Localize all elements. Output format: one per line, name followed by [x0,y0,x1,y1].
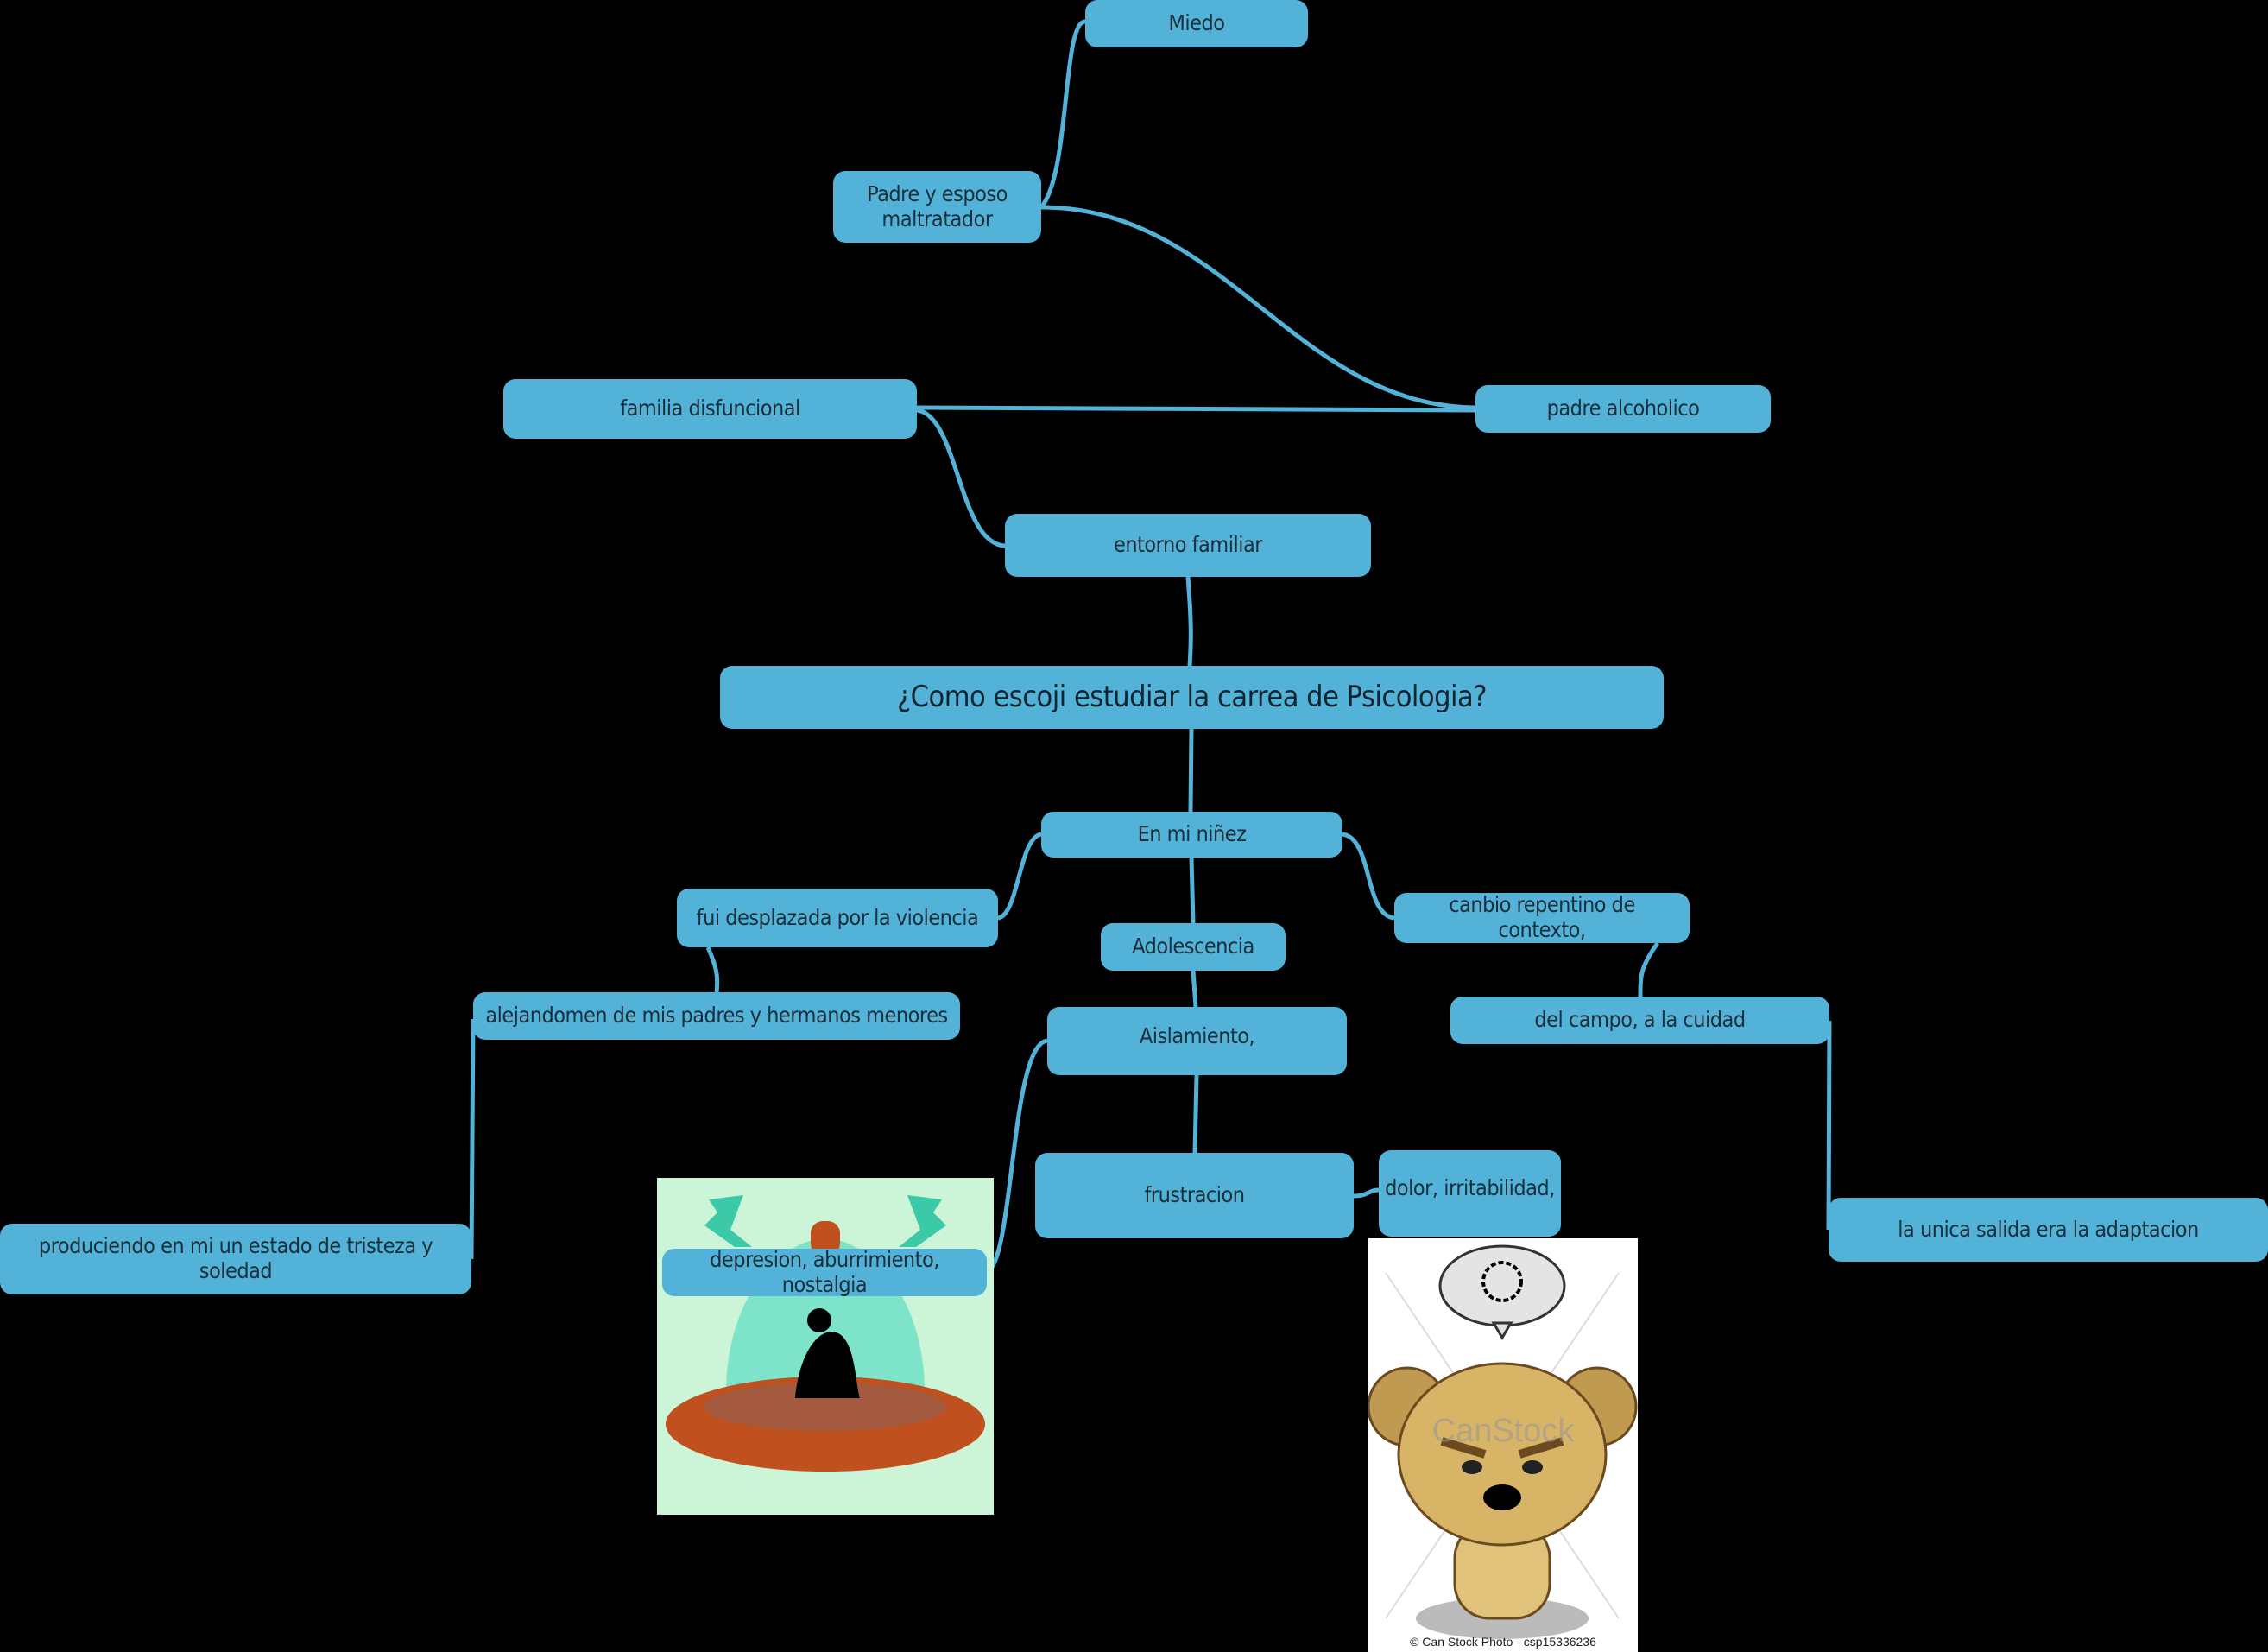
node-en-mi-ninez[interactable]: En mi niñez [1041,812,1342,858]
link-ninez-desplazada [997,832,1042,921]
link-desplazada-alejandomen [705,946,720,993]
link-ninez-canbio [1342,832,1395,921]
node-entorno-familiar[interactable]: entorno familiar [1005,514,1371,577]
link-padre-alcoholico [1040,205,1476,410]
link-aislamiento-depresion [985,1038,1048,1275]
angry-bear-image: CanStock © Can Stock Photo - csp15336236 [1368,1238,1638,1652]
node-adolescencia[interactable]: Adolescencia [1101,923,1286,971]
node-del-campo[interactable]: del campo, a la cuidad [1450,997,1829,1044]
image-caption: © Can Stock Photo - csp15336236 [1410,1635,1596,1649]
watermark-text: CanStock [1432,1413,1576,1449]
node-padre-alcoholico[interactable]: padre alcoholico [1475,385,1771,433]
node-padre-esposo[interactable]: Padre y esposo maltratador [833,171,1041,243]
link-familia-entorno [916,408,1006,548]
person-in-bell-jar-image [657,1178,994,1515]
node-unica-salida[interactable]: la unica salida era la adaptacion [1829,1198,2268,1262]
node-aislamiento[interactable]: Aislamiento, [1047,1007,1347,1075]
link-alejandomen-produciendo [469,1018,476,1260]
link-entorno-root [1185,576,1193,667]
node-depresion[interactable]: depresion, aburrimiento, nostalgia [662,1247,987,1296]
link-ninez-adolescencia [1189,857,1196,924]
link-canbio-campo [1638,941,1660,997]
node-familia-disfuncional[interactable]: familia disfuncional [503,379,917,439]
node-dolor-irritabilidad[interactable]: dolor, irritabilidad, [1379,1150,1561,1237]
node-produciendo[interactable]: produciendo en mi un estado de tristeza … [0,1224,471,1294]
link-aislamiento-frustracion [1192,1074,1199,1154]
node-alejandomen[interactable]: alejandomen de mis padres y hermanos men… [473,992,960,1040]
node-frustracion[interactable]: frustracion [1035,1153,1354,1238]
link-adolescencia-aislamiento [1191,970,1198,1008]
node-fui-desplazada[interactable]: fui desplazada por la violencia [677,889,998,947]
node-canbio-contexto[interactable]: canbio repentino de contexto, [1394,892,1690,943]
node-miedo[interactable]: Miedo [1085,0,1308,47]
root-node[interactable]: ¿Como escoji estudiar la carrea de Psico… [720,666,1664,729]
link-familia-alcoholico [916,405,1476,413]
link-frustracion-dolor [1353,1187,1380,1199]
link-padre-miedo [1039,19,1086,209]
